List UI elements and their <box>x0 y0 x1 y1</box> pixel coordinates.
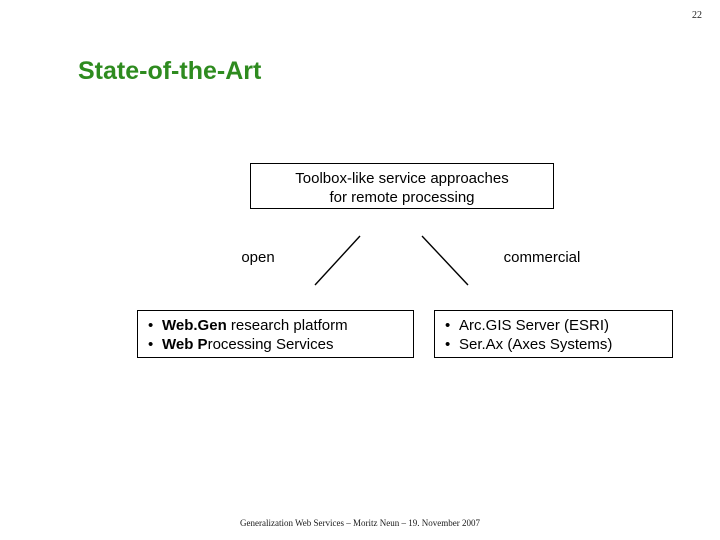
list-item-text: rocessing Services <box>207 336 334 353</box>
list-item: • Web Processing Services <box>148 335 413 354</box>
list-item-text: Ser.Ax (Axes Systems) <box>459 336 613 353</box>
bullet-glyph-icon: • <box>148 336 154 353</box>
bullet-glyph-icon: • <box>445 317 451 334</box>
top-box-line1: Toolbox-like service approaches <box>295 170 509 187</box>
bullet-glyph-icon: • <box>148 317 154 334</box>
list-item-text: research platform <box>226 317 348 334</box>
list-item-text: Arc.GIS Server (ESRI) <box>459 317 610 334</box>
slide-number: 22 <box>692 10 702 21</box>
list-item: • Arc.GIS Server (ESRI) <box>445 316 672 335</box>
open-solutions-box: • Web.Gen research platform • Web Processi… <box>137 310 414 358</box>
list-item: • Web.Gen research platform <box>148 316 413 335</box>
page-title: State-of-the-Art <box>78 57 262 85</box>
list-item-bold-text: Web.Gen <box>162 317 227 334</box>
list-item-bold-text: Web P <box>162 336 208 353</box>
branch-label-commercial: commercial <box>503 249 581 266</box>
slide-footer: Generalization Web Services – Moritz Neu… <box>239 518 481 528</box>
list-item: • Ser.Ax (Axes Systems) <box>445 335 672 354</box>
top-concept-box: Toolbox-like service approaches for remo… <box>250 163 554 209</box>
commercial-solutions-box: • Arc.GIS Server (ESRI) • Ser.Ax (Axes Sys… <box>434 310 673 358</box>
branch-label-open: open <box>241 249 275 266</box>
top-box-line2: for remote processing <box>329 189 475 206</box>
bullet-glyph-icon: • <box>445 336 451 353</box>
